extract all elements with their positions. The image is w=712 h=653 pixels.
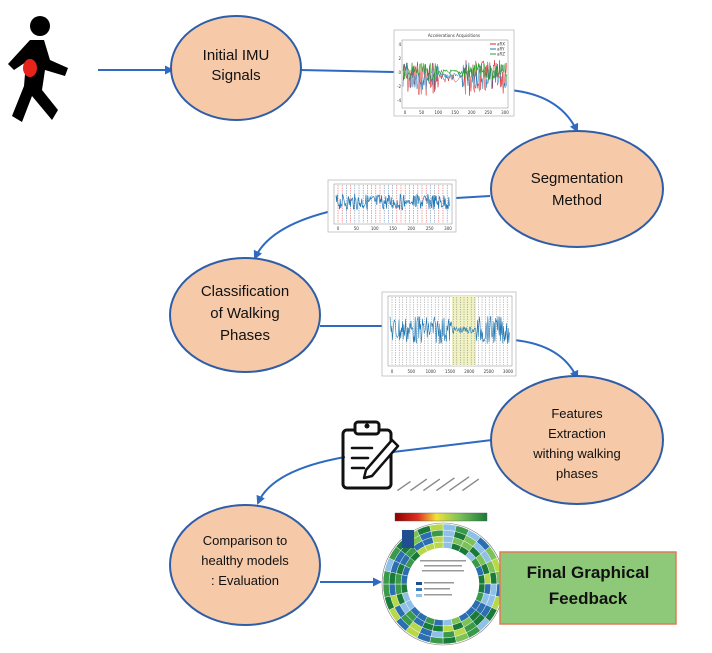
tick-label: 100	[434, 110, 442, 115]
wheel-segment	[477, 574, 486, 585]
wheel-segment	[442, 618, 453, 627]
signal-trace	[335, 193, 450, 211]
tick-label: 4	[398, 42, 401, 47]
node-label-line: withing walking	[532, 446, 620, 461]
seg-x-tick-labels: 0 50 100 150 200 250 300	[337, 226, 453, 231]
wheel-segment	[429, 523, 444, 532]
node-label-line: : Evaluation	[211, 573, 279, 588]
legend-label: aRZ	[497, 52, 505, 57]
colorbar-header-labels	[397, 476, 480, 492]
classification-plot-thumbnail: 0 500 1000 1500 2000 2500 3000	[381, 291, 517, 377]
arrow-imu-to-acc-plot	[299, 69, 395, 73]
feedback-line: Final Graphical	[527, 563, 650, 582]
flow-arrows	[98, 65, 579, 587]
seg-signal-trace	[335, 193, 450, 211]
arrow-class-plot-to-features	[513, 339, 579, 380]
acc-legend: aRX aRY aRZ	[490, 42, 505, 57]
tick-label: -2	[397, 84, 401, 89]
class-x-tick-labels: 0 500 1000 1500 2000 2500 3000	[391, 369, 514, 374]
tick-label: 1000	[426, 369, 437, 374]
node-segmentation-method: Segmentation Method	[490, 130, 664, 248]
wheel-segment	[433, 618, 444, 627]
tick-label: 3000	[503, 369, 514, 374]
signal-trace	[402, 62, 507, 83]
acc-signal-traces	[402, 59, 507, 96]
tick-label: 500	[407, 369, 415, 374]
node-label-line: Features	[551, 406, 603, 421]
node-label-line: Method	[552, 192, 602, 209]
tick-label: 250	[426, 226, 434, 231]
wheel-rings	[381, 522, 505, 646]
tick-label: 200	[468, 110, 476, 115]
tick-label: 2	[398, 56, 401, 61]
tick-label: 150	[451, 110, 459, 115]
colorbar-legend	[394, 476, 488, 522]
tick-label: 200	[407, 226, 415, 231]
node-classification-walking-phases: Classification of Walking Phases	[169, 257, 321, 373]
node-label-line: Phases	[220, 327, 270, 344]
node-initial-imu-signals: Initial IMU Signals	[170, 15, 302, 121]
tick-label: 2000	[464, 369, 475, 374]
tick-label: 2500	[484, 369, 495, 374]
node-label-line: Extraction	[548, 426, 606, 441]
node-label-line: of Walking	[210, 305, 279, 322]
node-label-line: Segmentation	[531, 170, 624, 187]
acceleration-plot-thumbnail: Accelerations Acquisitions aRX aRY aRZ 0…	[393, 29, 515, 117]
acc-plot-title: Accelerations Acquisitions	[428, 33, 480, 38]
clipboard-pen-icon	[341, 420, 400, 490]
tick-label: 50	[419, 110, 425, 115]
node-features-extraction: Features Extraction withing walking phas…	[490, 375, 664, 505]
node-label-line: Initial IMU	[203, 47, 270, 64]
feedback-line: Feedback	[549, 589, 628, 608]
node-label-line: Classification	[201, 283, 289, 300]
wheel-segment	[477, 583, 486, 594]
wheel-segment	[400, 583, 409, 594]
tick-label: 300	[501, 110, 509, 115]
arrow-seg-plot-to-classification	[253, 209, 337, 260]
tick-label: 1500	[445, 369, 456, 374]
legend-label: aRX	[497, 42, 505, 47]
tick-label: 0	[337, 226, 340, 231]
tick-label: 50	[354, 226, 360, 231]
tick-label: 300	[444, 226, 452, 231]
arrow-features-to-clipboard	[392, 439, 493, 453]
tick-label: 0	[404, 110, 407, 115]
node-label-line: Signals	[211, 67, 260, 84]
acc-y-tick-labels: 4 2 0 -2 -4	[397, 42, 401, 103]
wheel-center-legend	[416, 560, 466, 597]
signal-trace	[389, 316, 510, 344]
tick-label: 100	[371, 226, 379, 231]
segmentation-plot-thumbnail: 0 50 100 150 200 250 300	[327, 179, 457, 233]
wheel-highlight-segment	[402, 530, 414, 548]
radial-feedback-wheel	[381, 522, 505, 646]
arrow-clipboard-to-comparison	[256, 456, 346, 505]
tick-label: 250	[484, 110, 492, 115]
wheel-segment	[400, 574, 409, 585]
arrow-segmentation-to-seg-plot	[455, 195, 491, 199]
signal-trace	[402, 62, 507, 90]
wheel-segment	[442, 541, 453, 550]
node-label-line: phases	[556, 466, 598, 481]
final-graphical-feedback-box: Final Graphical Feedback	[499, 551, 677, 625]
arrow-acc-plot-to-segmentation	[509, 89, 579, 133]
tick-label: 0	[398, 70, 401, 75]
class-signal-trace	[389, 316, 510, 344]
wheel-segment	[433, 541, 444, 550]
legend-label: aRY	[497, 47, 505, 52]
node-label-line: Comparison to	[203, 533, 288, 548]
tick-label: -4	[397, 98, 401, 103]
node-label-line: healthy models	[201, 553, 289, 568]
tick-label: 0	[391, 369, 394, 374]
tick-label: 150	[389, 226, 397, 231]
acc-x-tick-labels: 0 50 100 150 200 250 300	[404, 110, 510, 115]
node-comparison-evaluation: Comparison to healthy models : Evaluatio…	[169, 504, 321, 626]
walking-person-icon	[8, 16, 68, 122]
